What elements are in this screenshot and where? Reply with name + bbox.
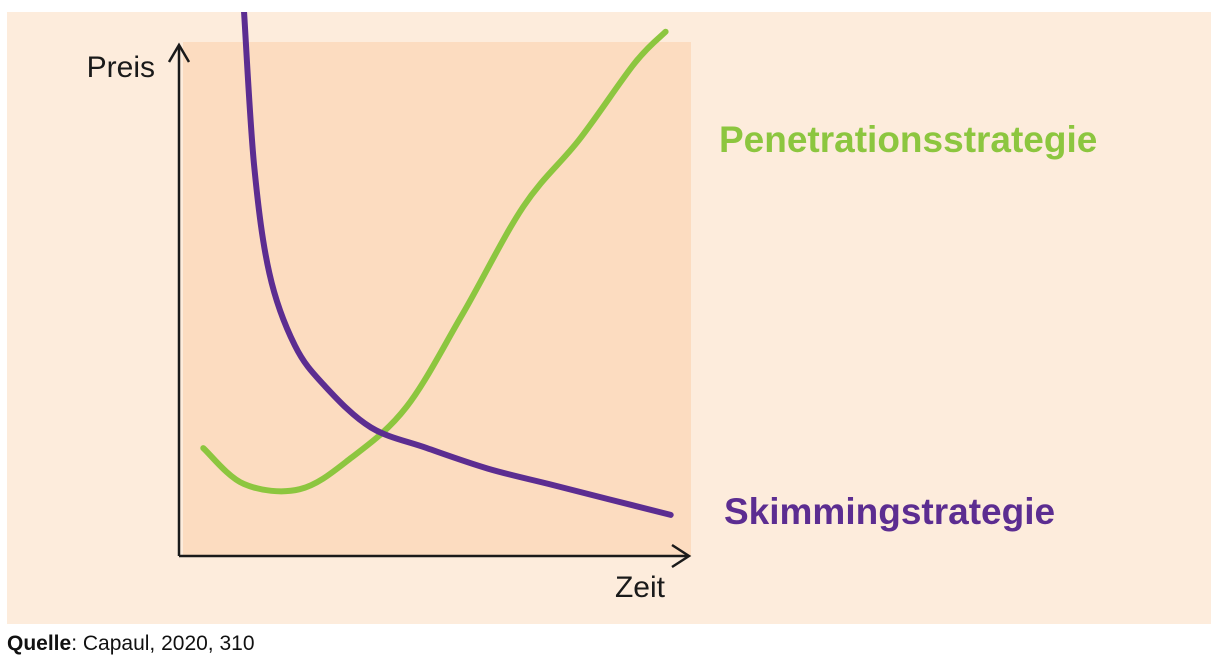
source-caption: Quelle: Capaul, 2020, 310 [7,632,255,656]
chart-canvas: Preis Zeit Penetrationsstrategie Skimmin… [7,12,1211,624]
x-axis-arrow-icon [671,543,692,569]
chart-figure: Preis Zeit Penetrationsstrategie Skimmin… [7,12,1211,624]
x-axis-label: Zeit [615,571,666,604]
y-axis-arrow-icon [167,42,191,63]
series-label-penetration: Penetrationsstrategie [719,119,1097,160]
source-label: Quelle [7,632,72,655]
series-layer [200,12,674,518]
source-text: : Capaul, 2020, 310 [71,632,255,655]
plot-area [183,42,691,556]
series-label-skimming: Skimmingstrategie [724,491,1055,532]
series-line-penetration [200,28,669,495]
y-axis-label: Preis [87,51,155,84]
series-line-skimming [241,12,674,518]
